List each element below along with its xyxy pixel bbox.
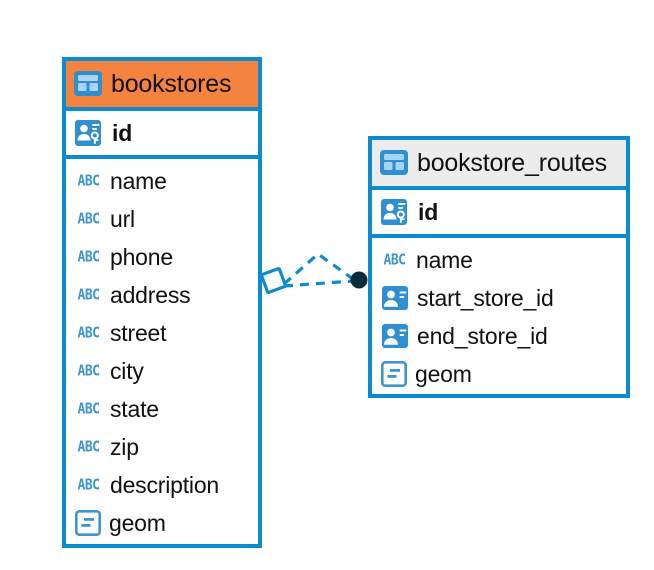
field-list-bookstore-routes: ABC name start_store_id: [372, 238, 626, 393]
field-label: name: [110, 167, 167, 194]
field-row-start-store-id[interactable]: start_store_id: [372, 279, 626, 317]
field-label: id: [112, 119, 133, 146]
primary-key-icon: [74, 118, 104, 148]
field-label: state: [110, 395, 159, 422]
abc-text-icon: ABC: [383, 251, 406, 269]
entity-title: bookstore_routes: [417, 148, 607, 177]
abc-text-icon: ABC: [77, 172, 100, 190]
field-label: description: [110, 471, 220, 498]
field-row-description[interactable]: ABC description: [66, 466, 258, 504]
field-label: url: [110, 205, 135, 232]
field-label: street: [110, 319, 167, 346]
field-label: zip: [110, 433, 139, 460]
abc-text-icon: ABC: [77, 438, 100, 456]
field-label: geom: [415, 360, 472, 387]
abc-text-icon: ABC: [77, 286, 100, 304]
field-label: start_store_id: [417, 284, 554, 311]
abc-text-icon: ABC: [77, 248, 100, 266]
abc-text-icon: ABC: [77, 324, 100, 342]
field-row-address[interactable]: ABC address: [66, 276, 258, 314]
field-label: geom: [109, 509, 166, 536]
entity-bookstores[interactable]: bookstores id ABC name: [62, 57, 262, 548]
field-row-end-store-id[interactable]: end_store_id: [372, 317, 626, 355]
field-row-phone[interactable]: ABC phone: [66, 238, 258, 276]
entity-header-bookstore-routes[interactable]: bookstore_routes: [372, 140, 626, 190]
field-row-name[interactable]: ABC name: [66, 162, 258, 200]
entity-title: bookstores: [111, 69, 232, 98]
field-row-id[interactable]: id: [66, 111, 258, 159]
field-row-name[interactable]: ABC name: [372, 241, 626, 279]
field-row-id[interactable]: id: [372, 190, 626, 238]
field-row-city[interactable]: ABC city: [66, 352, 258, 390]
abc-text-icon: ABC: [77, 210, 100, 228]
field-row-state[interactable]: ABC state: [66, 390, 258, 428]
field-row-url[interactable]: ABC url: [66, 200, 258, 238]
field-row-zip[interactable]: ABC zip: [66, 428, 258, 466]
field-row-geom[interactable]: geom: [66, 504, 258, 542]
primary-key-icon: [380, 197, 410, 227]
relationship-circle-marker: [350, 271, 368, 289]
geometry-icon: [75, 510, 101, 536]
relationship-diamond-marker: [260, 267, 287, 294]
foreign-key-icon: [381, 284, 409, 312]
table-icon: [74, 70, 102, 98]
field-label: id: [418, 198, 439, 225]
relationship-connector[interactable]: [255, 240, 380, 320]
table-icon: [380, 149, 408, 177]
abc-text-icon: ABC: [77, 400, 100, 418]
field-label: end_store_id: [417, 322, 548, 349]
field-label: name: [416, 246, 473, 273]
field-list-bookstores: ABC name ABC url ABC phone ABC address A…: [66, 159, 258, 542]
relationship-line-upper: [282, 251, 354, 286]
relationship-line-lower: [283, 279, 354, 288]
entity-header-bookstores[interactable]: bookstores: [66, 61, 258, 111]
field-row-geom[interactable]: geom: [372, 355, 626, 393]
abc-text-icon: ABC: [77, 476, 100, 494]
field-label: address: [110, 281, 191, 308]
field-label: city: [110, 357, 144, 384]
field-row-street[interactable]: ABC street: [66, 314, 258, 352]
entity-bookstore-routes[interactable]: bookstore_routes id ABC name: [368, 136, 630, 398]
geometry-icon: [381, 361, 407, 387]
field-label: phone: [110, 243, 173, 270]
foreign-key-icon: [381, 322, 409, 350]
abc-text-icon: ABC: [77, 362, 100, 380]
